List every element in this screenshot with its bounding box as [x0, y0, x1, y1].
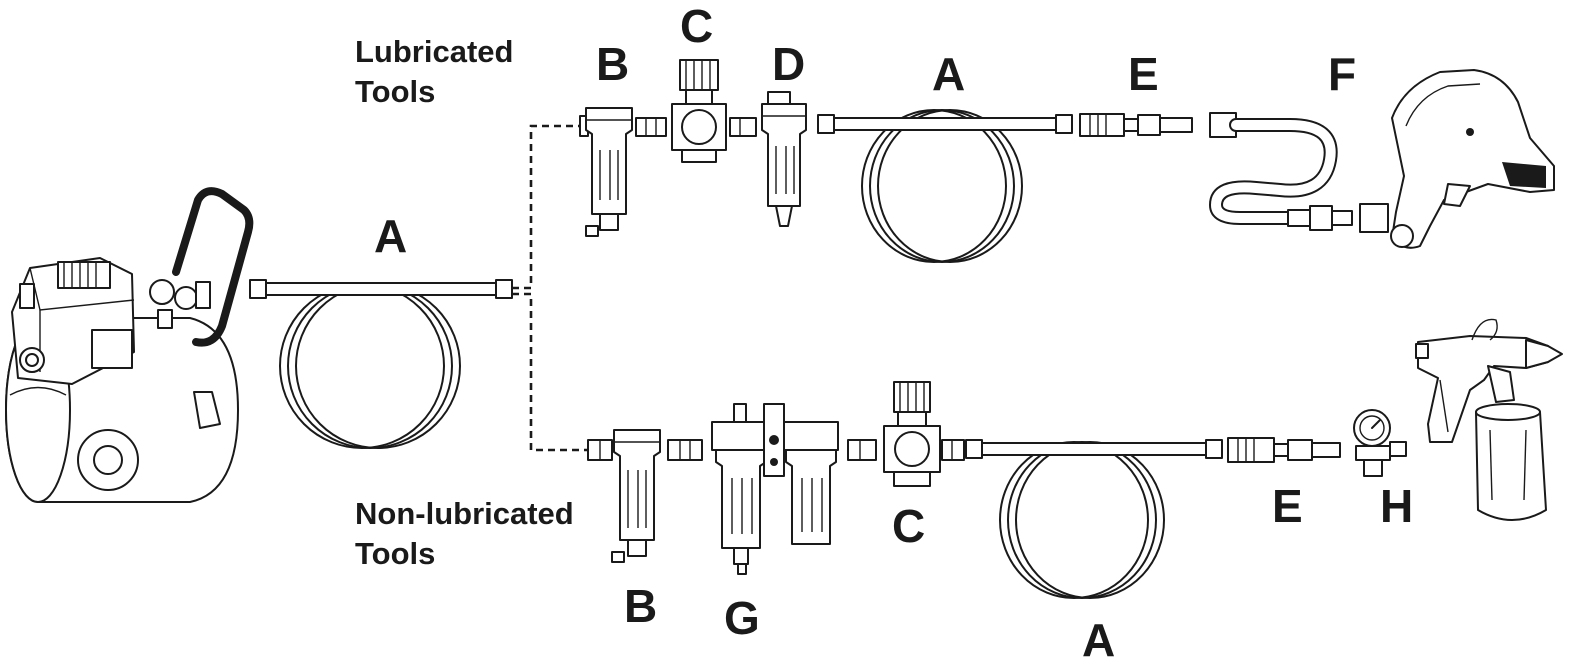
connector-lower-inlet [587, 439, 613, 461]
label-f-upper: F [1328, 48, 1356, 100]
branch-line-lower [512, 292, 588, 452]
filter-b-lower [611, 429, 661, 563]
caption-lubricated-line2: Tools [355, 74, 435, 109]
label-e-lower: E [1272, 480, 1303, 532]
branch-line-upper [512, 124, 580, 290]
connector-b-c-upper [635, 117, 667, 137]
label-c-lower: C [892, 500, 925, 552]
filter-b-upper [579, 107, 633, 237]
lubricator-d-upper [761, 91, 807, 227]
connector-g-c-lower [847, 439, 877, 461]
caption-non-lubricated-line1: Non-lubricated [355, 496, 574, 531]
label-h-lower: H [1380, 480, 1413, 532]
caption-lubricated-line1: Lubricated [355, 34, 513, 69]
connector-b-g-lower [667, 439, 703, 461]
label-e-upper: E [1128, 48, 1159, 100]
inline-gauge-h [1353, 409, 1407, 477]
label-g-lower: G [724, 592, 760, 644]
label-a-lower: A [1082, 614, 1115, 666]
spray-gun [1415, 318, 1563, 521]
air-compressor [5, 187, 254, 503]
connector-c-d-upper [729, 117, 757, 137]
coupler-e-lower [1227, 437, 1341, 463]
frl-unit-g [711, 403, 839, 575]
hose-a-upper [817, 109, 1073, 263]
label-c-upper: C [680, 0, 713, 52]
caption-non-lubricated-line2: Tools [355, 536, 435, 571]
label-a-supply: A [374, 210, 407, 262]
hose-a-lower [965, 439, 1223, 599]
coupler-e-upper [1079, 113, 1193, 137]
supply-hose [249, 279, 513, 449]
label-b-lower: B [624, 580, 657, 632]
whip-hose-f [1208, 112, 1353, 231]
regulator-c-lower [883, 381, 941, 487]
connector-c-a-lower [941, 439, 965, 461]
impact-wrench [1359, 69, 1555, 249]
regulator-c-upper [671, 59, 727, 163]
label-a-upper: A [932, 48, 965, 100]
label-d-upper: D [772, 38, 805, 90]
label-b-upper: B [596, 38, 629, 90]
